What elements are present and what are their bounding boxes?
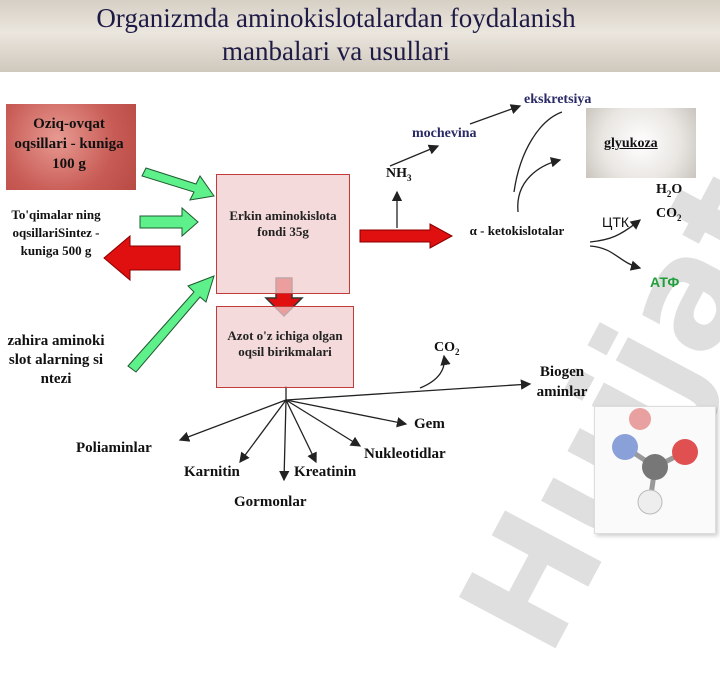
nitrogen-compounds-box <box>216 306 354 388</box>
molecule-photo <box>594 406 716 534</box>
glyukoza-label: glyukoza <box>604 136 658 151</box>
poliaminlar-label: Poliaminlar <box>76 440 152 456</box>
red-arrow-left <box>103 234 181 282</box>
h2o-label: H2O <box>656 182 683 199</box>
glucose-photo <box>586 108 696 178</box>
biogen-amines-label: Biogen aminlar <box>536 364 588 400</box>
red-arrow-right <box>359 223 454 249</box>
gormonlar-label: Gormonlar <box>234 494 307 510</box>
food-protein-label: Oziq-ovqat oqsillari - kuniga 100 g <box>14 116 124 172</box>
title-line-2: manbalari va usullari <box>222 36 450 66</box>
tissue-protein-label: To'qimalar ning oqsillariSintez - kuniga… <box>11 207 101 258</box>
diagram-arrows <box>103 104 642 482</box>
molecule-icon <box>612 408 698 515</box>
atf-label: АТФ <box>650 274 680 290</box>
gem-label: Gem <box>414 416 445 432</box>
mochevina-label: mochevina <box>412 126 477 141</box>
nh3-label: NH3 <box>386 166 412 183</box>
nitrogen-compounds-label: Azot o'z ichiga olgan oqsil birikmalari <box>227 328 343 359</box>
karnitin-label: Karnitin <box>184 464 240 480</box>
page-title: Organizmda aminokislotalardan foydalanis… <box>0 2 672 68</box>
ekskretsiya-label: ekskretsiya <box>524 92 592 107</box>
reserve-synthesis-label: zahira aminokislot alarning sintezi <box>7 333 105 387</box>
co2-top-label: CO2 <box>656 206 682 223</box>
amino-acid-pool-box <box>216 174 350 294</box>
title-line-1: Organizmda aminokislotalardan foydalanis… <box>96 3 576 33</box>
green-arrow-reserve <box>127 275 215 373</box>
title-banner <box>0 0 720 72</box>
amino-acid-pool-label: Erkin aminokislota fondi 35g <box>229 208 337 239</box>
nukleotidlar-label: Nukleotidlar <box>364 446 446 462</box>
co2-product-label: CO2 <box>434 340 460 357</box>
food-photo <box>6 104 136 190</box>
tsk-label: ЦТК <box>602 214 630 230</box>
kreatinin-label: Kreatinin <box>294 464 357 480</box>
green-arrow-food <box>141 167 215 201</box>
green-arrow-tissue <box>139 206 199 238</box>
keto-acids-label: α - ketokislotalar <box>469 223 565 238</box>
